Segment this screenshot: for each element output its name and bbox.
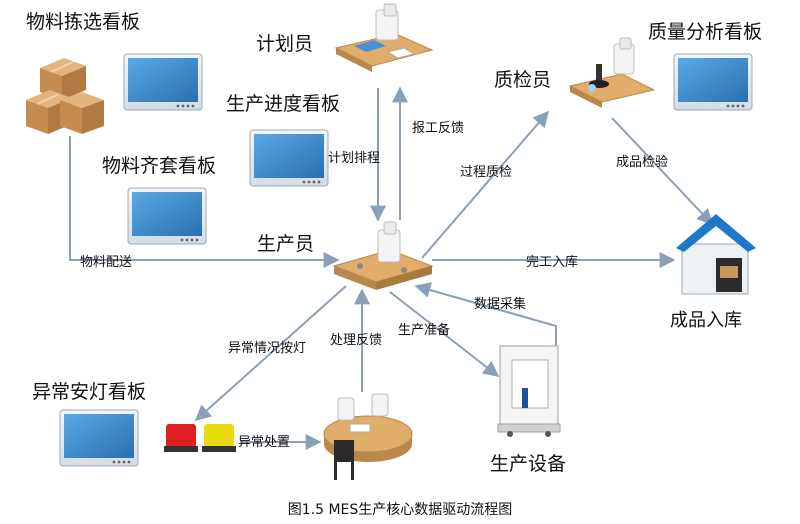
red-lamp-icon xyxy=(166,424,196,448)
plan-schedule-label: 计划排程 xyxy=(328,151,380,166)
material-delivery-label: 物料配送 xyxy=(80,255,132,270)
handling-feedback-label: 处理反馈 xyxy=(330,333,382,348)
work-report-label: 报工反馈 xyxy=(412,121,464,136)
producer-label: 生产员 xyxy=(257,233,314,255)
picking-board-label: 物料拣选看板 xyxy=(26,11,140,33)
progress-board-monitor-icon xyxy=(249,129,329,187)
production-machine-icon xyxy=(497,345,561,437)
figure-caption: 图1.5 MES生产核心数据驱动流程图 xyxy=(288,502,513,518)
meeting-table-icon xyxy=(323,393,413,480)
progress-board-label: 生产进度看板 xyxy=(226,93,340,115)
data-collection-label: 数据采集 xyxy=(474,296,526,312)
storage-label: 完工入库 xyxy=(526,254,578,270)
arrow-final-qc xyxy=(611,117,714,226)
inspector-workstation-icon xyxy=(568,37,656,108)
warehouse-house-icon xyxy=(676,214,756,295)
producer-workstation-icon xyxy=(332,221,434,290)
picking-board-monitor-icon xyxy=(123,53,203,111)
arrow-process-qc xyxy=(421,110,550,259)
exception-handling-label: 异常处置 xyxy=(238,435,290,450)
andon-alert-label: 异常情况按灯 xyxy=(228,341,306,356)
andon-lamps-icon xyxy=(164,424,236,452)
warehouse-label: 成品入库 xyxy=(670,310,742,331)
kitting-board-monitor-icon xyxy=(127,187,207,245)
arrow-material-delivery xyxy=(69,136,340,268)
kitting-board-label: 物料齐套看板 xyxy=(102,155,216,177)
arrow-production-prep xyxy=(389,291,500,377)
arrow-andon-alert xyxy=(194,285,347,422)
andon-board-label: 异常安灯看板 xyxy=(32,381,146,403)
quality-board-monitor-icon xyxy=(673,53,753,111)
final-qc-label: 成品检验 xyxy=(616,154,668,170)
yellow-lamp-icon xyxy=(204,424,234,448)
quality-board-label: 质量分析看板 xyxy=(648,21,762,43)
arrows xyxy=(69,86,714,450)
inspector-label: 质检员 xyxy=(494,69,551,91)
equipment-label: 生产设备 xyxy=(490,453,566,475)
andon-board-monitor-icon xyxy=(59,409,139,467)
planner-workstation-icon xyxy=(334,3,434,72)
cardboard-boxes-icon xyxy=(26,58,104,134)
process-qc-label: 过程质检 xyxy=(460,165,512,180)
arrow-data-collection xyxy=(414,282,557,346)
planner-label: 计划员 xyxy=(256,33,313,55)
production-prep-label: 生产准备 xyxy=(398,322,450,338)
